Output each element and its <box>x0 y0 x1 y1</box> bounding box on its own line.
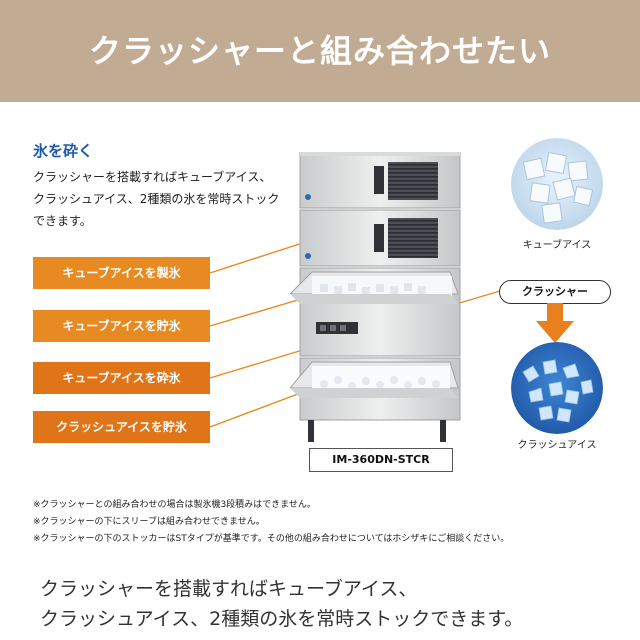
summary-line: クラッシュアイス、2種類の氷を常時ストックできます。 <box>40 608 524 630</box>
note-item: ※クラッシャーの下にスリーブは組み合わせできません。 <box>33 517 265 527</box>
section-title: 氷を砕く <box>33 142 94 160</box>
model-number: IM-360DN-STCR <box>309 448 453 472</box>
summary-line: クラッシャーを搭載すればキューブアイス、 <box>40 578 418 600</box>
header-banner: クラッシャーと組み合わせたい <box>0 0 640 102</box>
ice-machine-illustration <box>290 152 461 442</box>
summary-text: クラッシャーを搭載すればキューブアイス、 クラッシュアイス、2種類の氷を常時スト… <box>40 574 640 634</box>
notes: ※クラッシャーとの組み合わせの場合は製氷機3段積みはできません。 ※クラッシャー… <box>33 497 633 548</box>
crushed-ice-caption: クラッシュアイス <box>517 440 597 451</box>
note-item: ※クラッシャーの下のストッカーはSTタイプが基準です。その他の組み合わせについて… <box>33 534 510 544</box>
label-cube-store: キューブアイスを貯氷 <box>33 310 210 342</box>
cube-ice-caption: キューブアイス <box>522 240 592 251</box>
page-title: クラッシャーと組み合わせたい <box>88 32 551 70</box>
section-description: クラッシャーを搭載すればキューブアイス、クラッシュアイス、2種類の氷を常時ストッ… <box>33 170 280 228</box>
label-cube-make: キューブアイスを製氷 <box>33 257 210 289</box>
cube-ice-image <box>511 138 603 230</box>
crushed-ice-image <box>511 342 603 434</box>
label-cube-crush: キューブアイスを砕氷 <box>33 362 210 394</box>
label-crush-store: クラッシュアイスを貯氷 <box>33 411 210 443</box>
note-item: ※クラッシャーとの組み合わせの場合は製氷機3段積みはできません。 <box>33 500 316 510</box>
crusher-tag: クラッシャー <box>499 280 611 304</box>
arrow-down-icon <box>536 303 574 343</box>
